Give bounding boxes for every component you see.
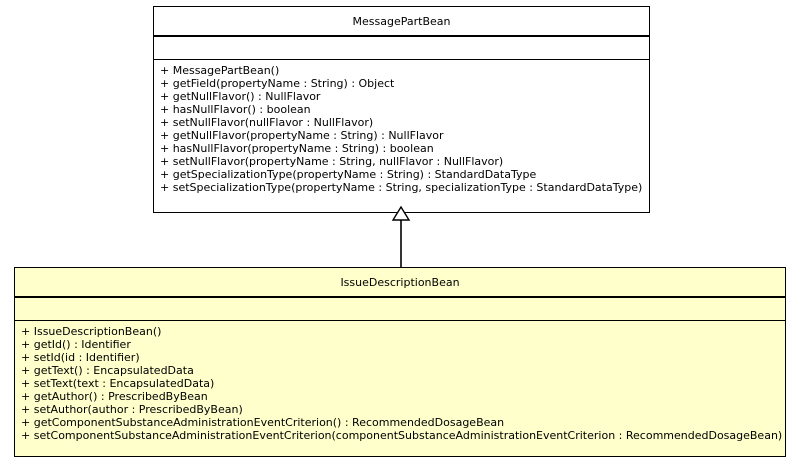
operation-row: + setSpecializationType(propertyName : S…: [160, 181, 643, 194]
operation-row: + getField(propertyName : String) : Obje…: [160, 77, 395, 90]
generalization-arrow-icon: [391, 206, 411, 272]
operation-row: + setId(id : Identifier): [21, 351, 140, 364]
class-operations-message-part-bean: + MessagePartBean() + getField(propertyN…: [154, 60, 649, 198]
class-name-issue-description-bean: IssueDescriptionBean: [15, 268, 785, 298]
operation-row: + hasNullFlavor() : boolean: [160, 103, 311, 116]
operation-row: + getNullFlavor(propertyName : String) :…: [160, 129, 444, 142]
operation-row: + hasNullFlavor(propertyName : String) :…: [160, 142, 434, 155]
operation-row: + IssueDescriptionBean(): [21, 325, 162, 338]
operation-row: + getNullFlavor() : NullFlavor: [160, 90, 321, 103]
operation-row: + setAuthor(author : PrescribedByBean): [21, 403, 243, 416]
operation-row: + setText(text : EncapsulatedData): [21, 377, 215, 390]
class-operations-issue-description-bean: + IssueDescriptionBean() + getId() : Ide…: [15, 321, 785, 446]
uml-class-message-part-bean[interactable]: MessagePartBean + MessagePartBean() + ge…: [153, 6, 650, 213]
operation-row: + MessagePartBean(): [160, 64, 280, 77]
operation-row: + setNullFlavor(nullFlavor : NullFlavor): [160, 116, 374, 129]
operation-row: + getAuthor() : PrescribedByBean: [21, 390, 208, 403]
operation-row: + getText() : EncapsulatedData: [21, 364, 194, 377]
uml-class-issue-description-bean[interactable]: IssueDescriptionBean + IssueDescriptionB…: [14, 267, 786, 457]
operation-row: + getComponentSubstanceAdministrationEve…: [21, 416, 505, 429]
operation-row: + setComponentSubstanceAdministrationEve…: [21, 429, 783, 442]
operation-row: + setNullFlavor(propertyName : String, n…: [160, 155, 504, 168]
operation-row: + getSpecializationType(propertyName : S…: [160, 168, 537, 181]
class-name-message-part-bean: MessagePartBean: [154, 7, 649, 37]
operation-row: + getId() : Identifier: [21, 338, 131, 351]
class-attributes-issue-description-bean: [15, 298, 785, 321]
class-attributes-message-part-bean: [154, 37, 649, 60]
